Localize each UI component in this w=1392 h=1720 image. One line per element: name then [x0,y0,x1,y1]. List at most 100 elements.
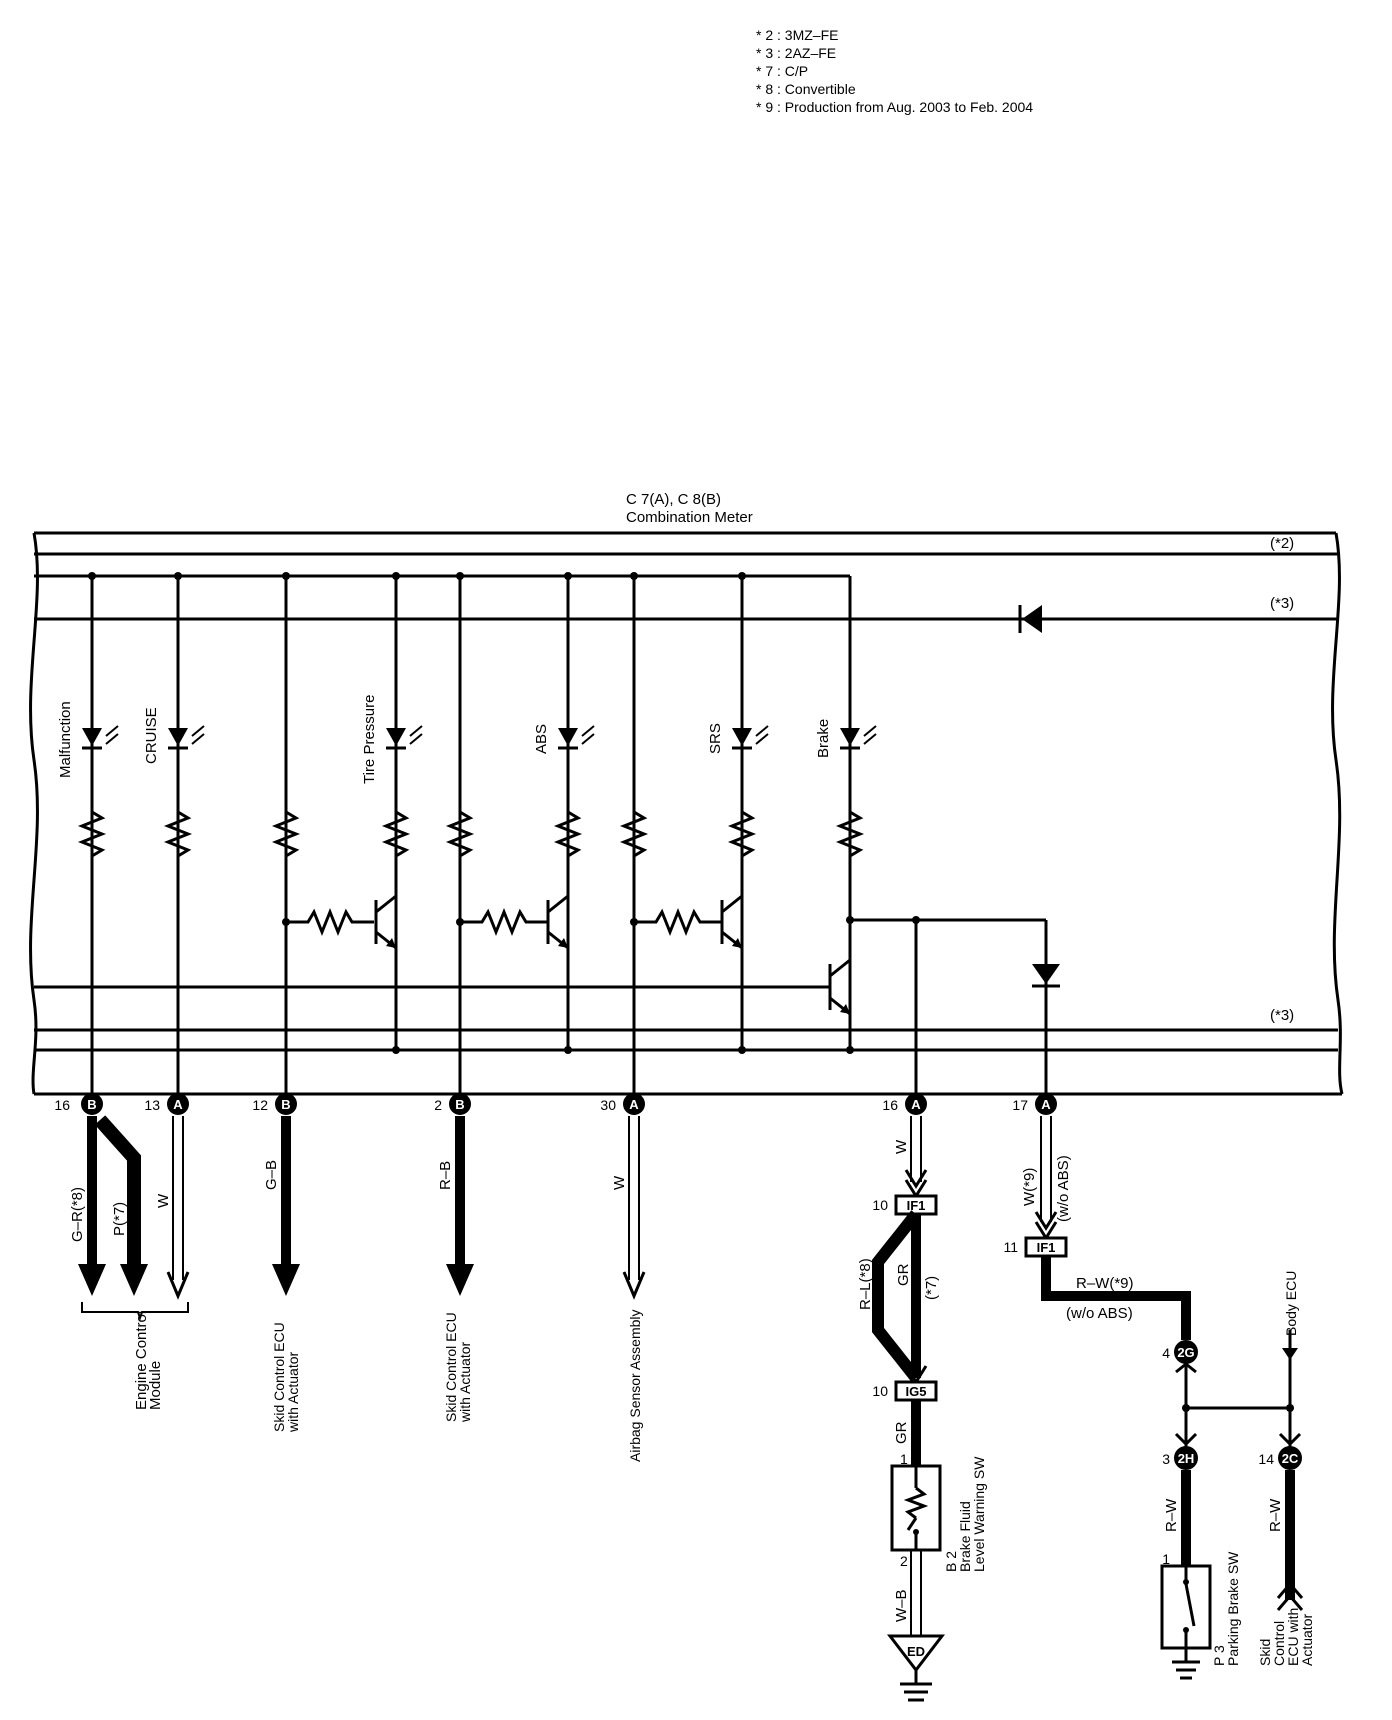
lamp-label-srs: SRS [707,723,724,754]
b2-name-1: Brake Fluid [957,1501,973,1572]
wire-label-star7: (*7) [923,1276,940,1300]
if1b-label: IF1 [1037,1240,1056,1255]
wire-label-rw9: R–W(*9) [1076,1275,1134,1292]
note-7: * 7 : C/P [756,63,808,79]
wire-label-wo-abs-1: (w/o ABS) [1055,1155,1072,1222]
brake-fluid-circuit [872,1116,946,1702]
b2-name-2: Level Warning SW [971,1456,987,1572]
j2h-label: 2H [1178,1451,1195,1466]
pin-num-2: 13 [144,1097,160,1113]
wire-label-rl8: R–L(*8) [857,1258,874,1310]
base-resistor-icons [286,907,722,937]
rail-note-top: (*2) [1270,535,1294,552]
ecm-label-2: Module [147,1361,164,1410]
pin-conn-2: A [173,1097,183,1112]
skid-ecu-3-label-a: Skid [1257,1639,1273,1666]
resistor-icons [77,810,865,858]
led-malfunction-icon [82,725,119,750]
pin-num-6: 16 [882,1097,898,1113]
wire-label-rb: R–B [437,1161,454,1190]
pin-num-3: 12 [252,1097,268,1113]
wire-label-w2: W [611,1175,628,1190]
if1b-pin: 11 [1003,1239,1018,1255]
diode-symbol [1018,605,1042,633]
wire-label-wo-abs-2: (w/o ABS) [1066,1305,1133,1322]
pin-conn-6: A [911,1097,921,1112]
led-srs-icon [732,725,769,750]
pin-num-1: 16 [54,1097,70,1113]
pin-conn-5: A [629,1097,639,1112]
j2g-label: 2G [1177,1345,1194,1360]
led-tire-pressure-icon [386,725,423,750]
skid-ecu-wire-2 [446,1116,474,1296]
wire-label-w9: W(*9) [1021,1168,1038,1206]
j2h-pin: 3 [1162,1451,1170,1467]
note-3: * 3 : 2AZ–FE [756,45,836,61]
b2-pin2: 2 [900,1553,908,1569]
j2c-label: 2C [1282,1451,1299,1466]
led-cruise-icon [168,725,205,750]
skid-ecu-3-label-c: ECU with [1285,1608,1301,1666]
skid-ecu-wire-1 [272,1116,300,1296]
airbag-label: Airbag Sensor Assembly [627,1309,643,1462]
if1a-label: IF1 [907,1198,926,1213]
led-abs-icon [558,725,595,750]
skid-ecu-2-label-a: Skid Control ECU [443,1312,459,1422]
meter-name: Combination Meter [626,509,753,526]
combination-meter-box [29,531,1344,1096]
pin-num-4: 2 [434,1097,442,1113]
lamp-label-abs: ABS [533,724,550,754]
transistor-tire-pressure-icon [374,894,397,950]
junction-dots [88,572,920,1054]
j2g-pin: 4 [1162,1345,1170,1361]
connector-pins: B 16 A 13 B 12 B 2 A 30 A 16 A 17 [54,1093,1057,1115]
lamp-label-tire-pressure: Tire Pressure [361,695,378,784]
note-8: * 8 : Convertible [756,81,856,97]
lamp-label-malfunction: Malfunction [57,701,74,778]
lamp-label-cruise: CRUISE [143,707,160,764]
wire-label-w1: W [155,1193,172,1208]
wire-label-w3: W [893,1139,910,1154]
if1a-pin: 10 [872,1197,888,1213]
body-ecu-label: Body ECU [1283,1271,1299,1336]
skid-ecu-3-label-d: Actuator [1299,1614,1315,1666]
note-9: * 9 : Production from Aug. 2003 to Feb. … [756,99,1033,115]
ecm-label-1: Engine Control [133,1311,150,1410]
airbag-wire [622,1116,646,1300]
pin-num-5: 30 [600,1097,616,1113]
internal-rails [34,552,1338,1052]
transistor-brake-icon [828,958,851,1016]
transistor-abs-icon [546,894,569,950]
wire-label-gr7: GR [895,1263,912,1286]
parking-brake-circuit [1024,1116,1304,1680]
p3-pin1: 1 [1162,1551,1170,1567]
pin-conn-1: B [87,1097,96,1112]
b2-ref: B 2 [943,1551,959,1572]
meter-ref: C 7(A), C 8(B) [626,491,721,508]
skid-ecu-2-label-b: with Actuator [457,1342,473,1423]
p3-ref: P 3 [1211,1645,1227,1666]
ecm-wires [78,1115,190,1322]
wire-label-wb: W–B [893,1589,910,1622]
skid-ecu-1-label-b: with Actuator [285,1352,301,1433]
wire-label-p7: P(*7) [111,1202,128,1236]
transistor-srs-icon [720,894,743,950]
wire-label-gr8: G–R(*8) [69,1187,86,1242]
diode-brake-icon [1032,964,1060,988]
ig5-label: IG5 [906,1384,927,1399]
lamp-label-brake: Brake [815,719,832,758]
rail-note-bottom: (*3) [1270,1007,1294,1024]
notes-block: * 2 : 3MZ–FE * 3 : 2AZ–FE * 7 : C/P * 8 … [756,27,1033,115]
ig5-pin: 10 [872,1383,888,1399]
ground-ed-label: ED [907,1644,925,1659]
skid-ecu-1-label-a: Skid Control ECU [271,1322,287,1432]
led-brake-icon [840,725,877,750]
j2c-pin: 14 [1258,1451,1274,1467]
wire-label-gb: G–B [263,1160,280,1190]
vertical-circuits [90,576,1048,1094]
note-2: * 2 : 3MZ–FE [756,27,838,43]
pin-conn-4: B [455,1097,464,1112]
rail-note-diode: (*3) [1270,595,1294,612]
skid-ecu-3-label-b: Control [1271,1621,1287,1666]
